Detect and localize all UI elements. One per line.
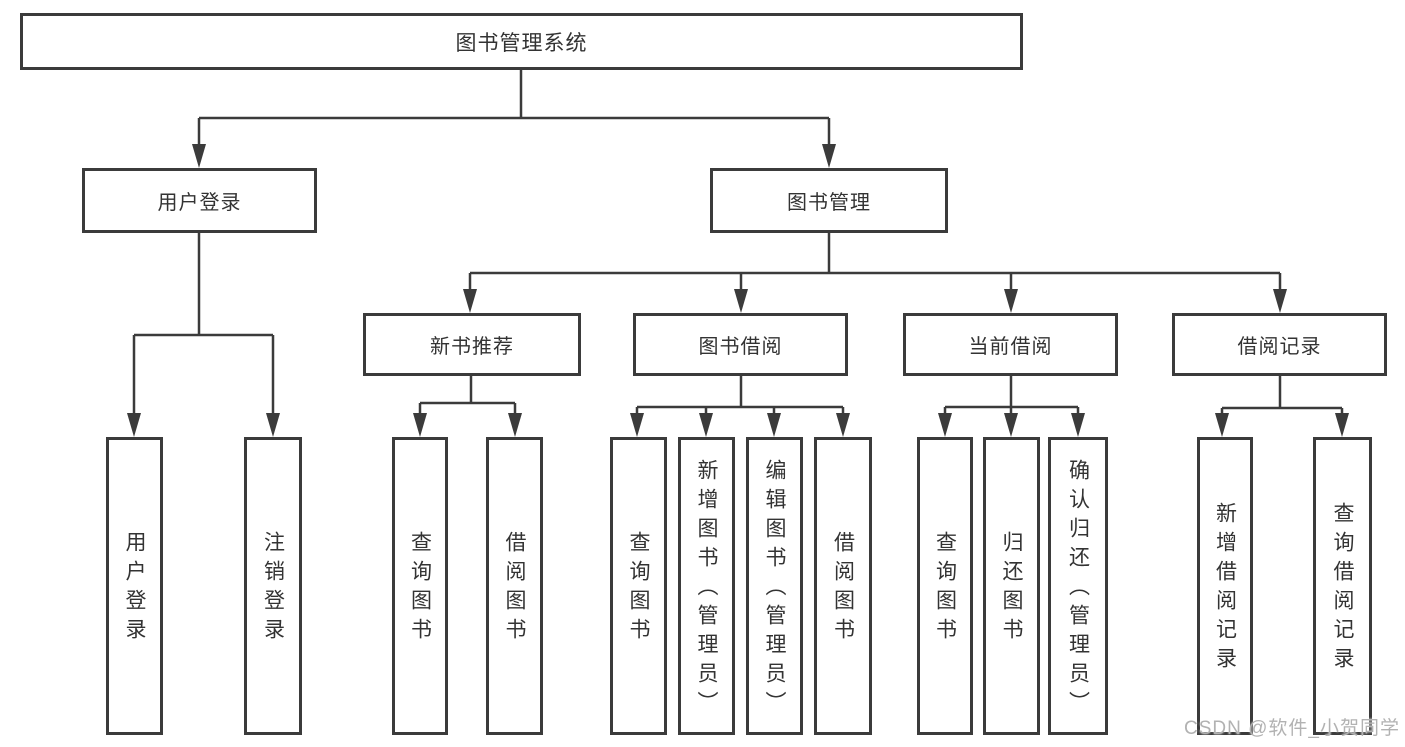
leaf-query-books-current: 查询图书 <box>917 437 973 735</box>
arrowhead <box>699 413 713 437</box>
leaf-confirm-return-admin: 确认归还（管理员） <box>1048 437 1108 735</box>
connector-book-management-to-level3 <box>468 233 1282 297</box>
arrowheads <box>127 144 1349 437</box>
connector-user-login-to-leaves <box>132 233 275 421</box>
arrowhead <box>266 413 280 437</box>
leaf-borrow-books-borrowing: 借阅图书 <box>814 437 872 735</box>
leaf-edit-book-admin: 编辑图书（管理员） <box>746 437 803 735</box>
connector-root-to-level2 <box>197 70 831 146</box>
node-new-book-recommendation: 新书推荐 <box>363 313 581 376</box>
arrowhead <box>734 289 748 313</box>
leaf-return-book: 归还图书 <box>983 437 1040 735</box>
leaf-add-book-admin: 新增图书（管理员） <box>678 437 735 735</box>
arrowhead <box>1071 413 1085 437</box>
node-borrowing-records: 借阅记录 <box>1172 313 1387 376</box>
leaf-query-borrow-record: 查询借阅记录 <box>1313 437 1372 735</box>
node-user-login: 用户登录 <box>82 168 317 233</box>
leaf-logout: 注销登录 <box>244 437 302 735</box>
arrowhead <box>1215 413 1229 437</box>
arrowhead <box>1004 289 1018 313</box>
arrowhead <box>508 413 522 437</box>
arrowhead <box>192 144 206 168</box>
connector-book-borrowing-to-leaves <box>635 375 845 421</box>
node-book-borrowing: 图书借阅 <box>633 313 848 376</box>
node-current-borrowing: 当前借阅 <box>903 313 1118 376</box>
arrowhead <box>767 413 781 437</box>
node-book-management: 图书管理 <box>710 168 948 233</box>
connector-segments <box>132 70 1344 421</box>
leaf-user-login: 用户登录 <box>106 437 163 735</box>
leaf-add-borrow-record: 新增借阅记录 <box>1197 437 1253 735</box>
arrowhead <box>1335 413 1349 437</box>
connector-new-book-recommendation-to-leaves <box>418 375 517 421</box>
arrowhead <box>630 413 644 437</box>
node-root: 图书管理系统 <box>20 13 1023 70</box>
arrowhead <box>1004 413 1018 437</box>
connector-borrowing-records-to-leaves <box>1220 375 1344 421</box>
arrowhead <box>413 413 427 437</box>
arrowhead <box>127 413 141 437</box>
arrowhead <box>463 289 477 313</box>
leaf-query-books-borrowing: 查询图书 <box>610 437 667 735</box>
arrowhead <box>938 413 952 437</box>
leaf-query-books-recommend: 查询图书 <box>392 437 448 735</box>
arrowhead <box>1273 289 1287 313</box>
arrowhead <box>822 144 836 168</box>
arrowhead <box>836 413 850 437</box>
leaf-borrow-books-recommend: 借阅图书 <box>486 437 543 735</box>
